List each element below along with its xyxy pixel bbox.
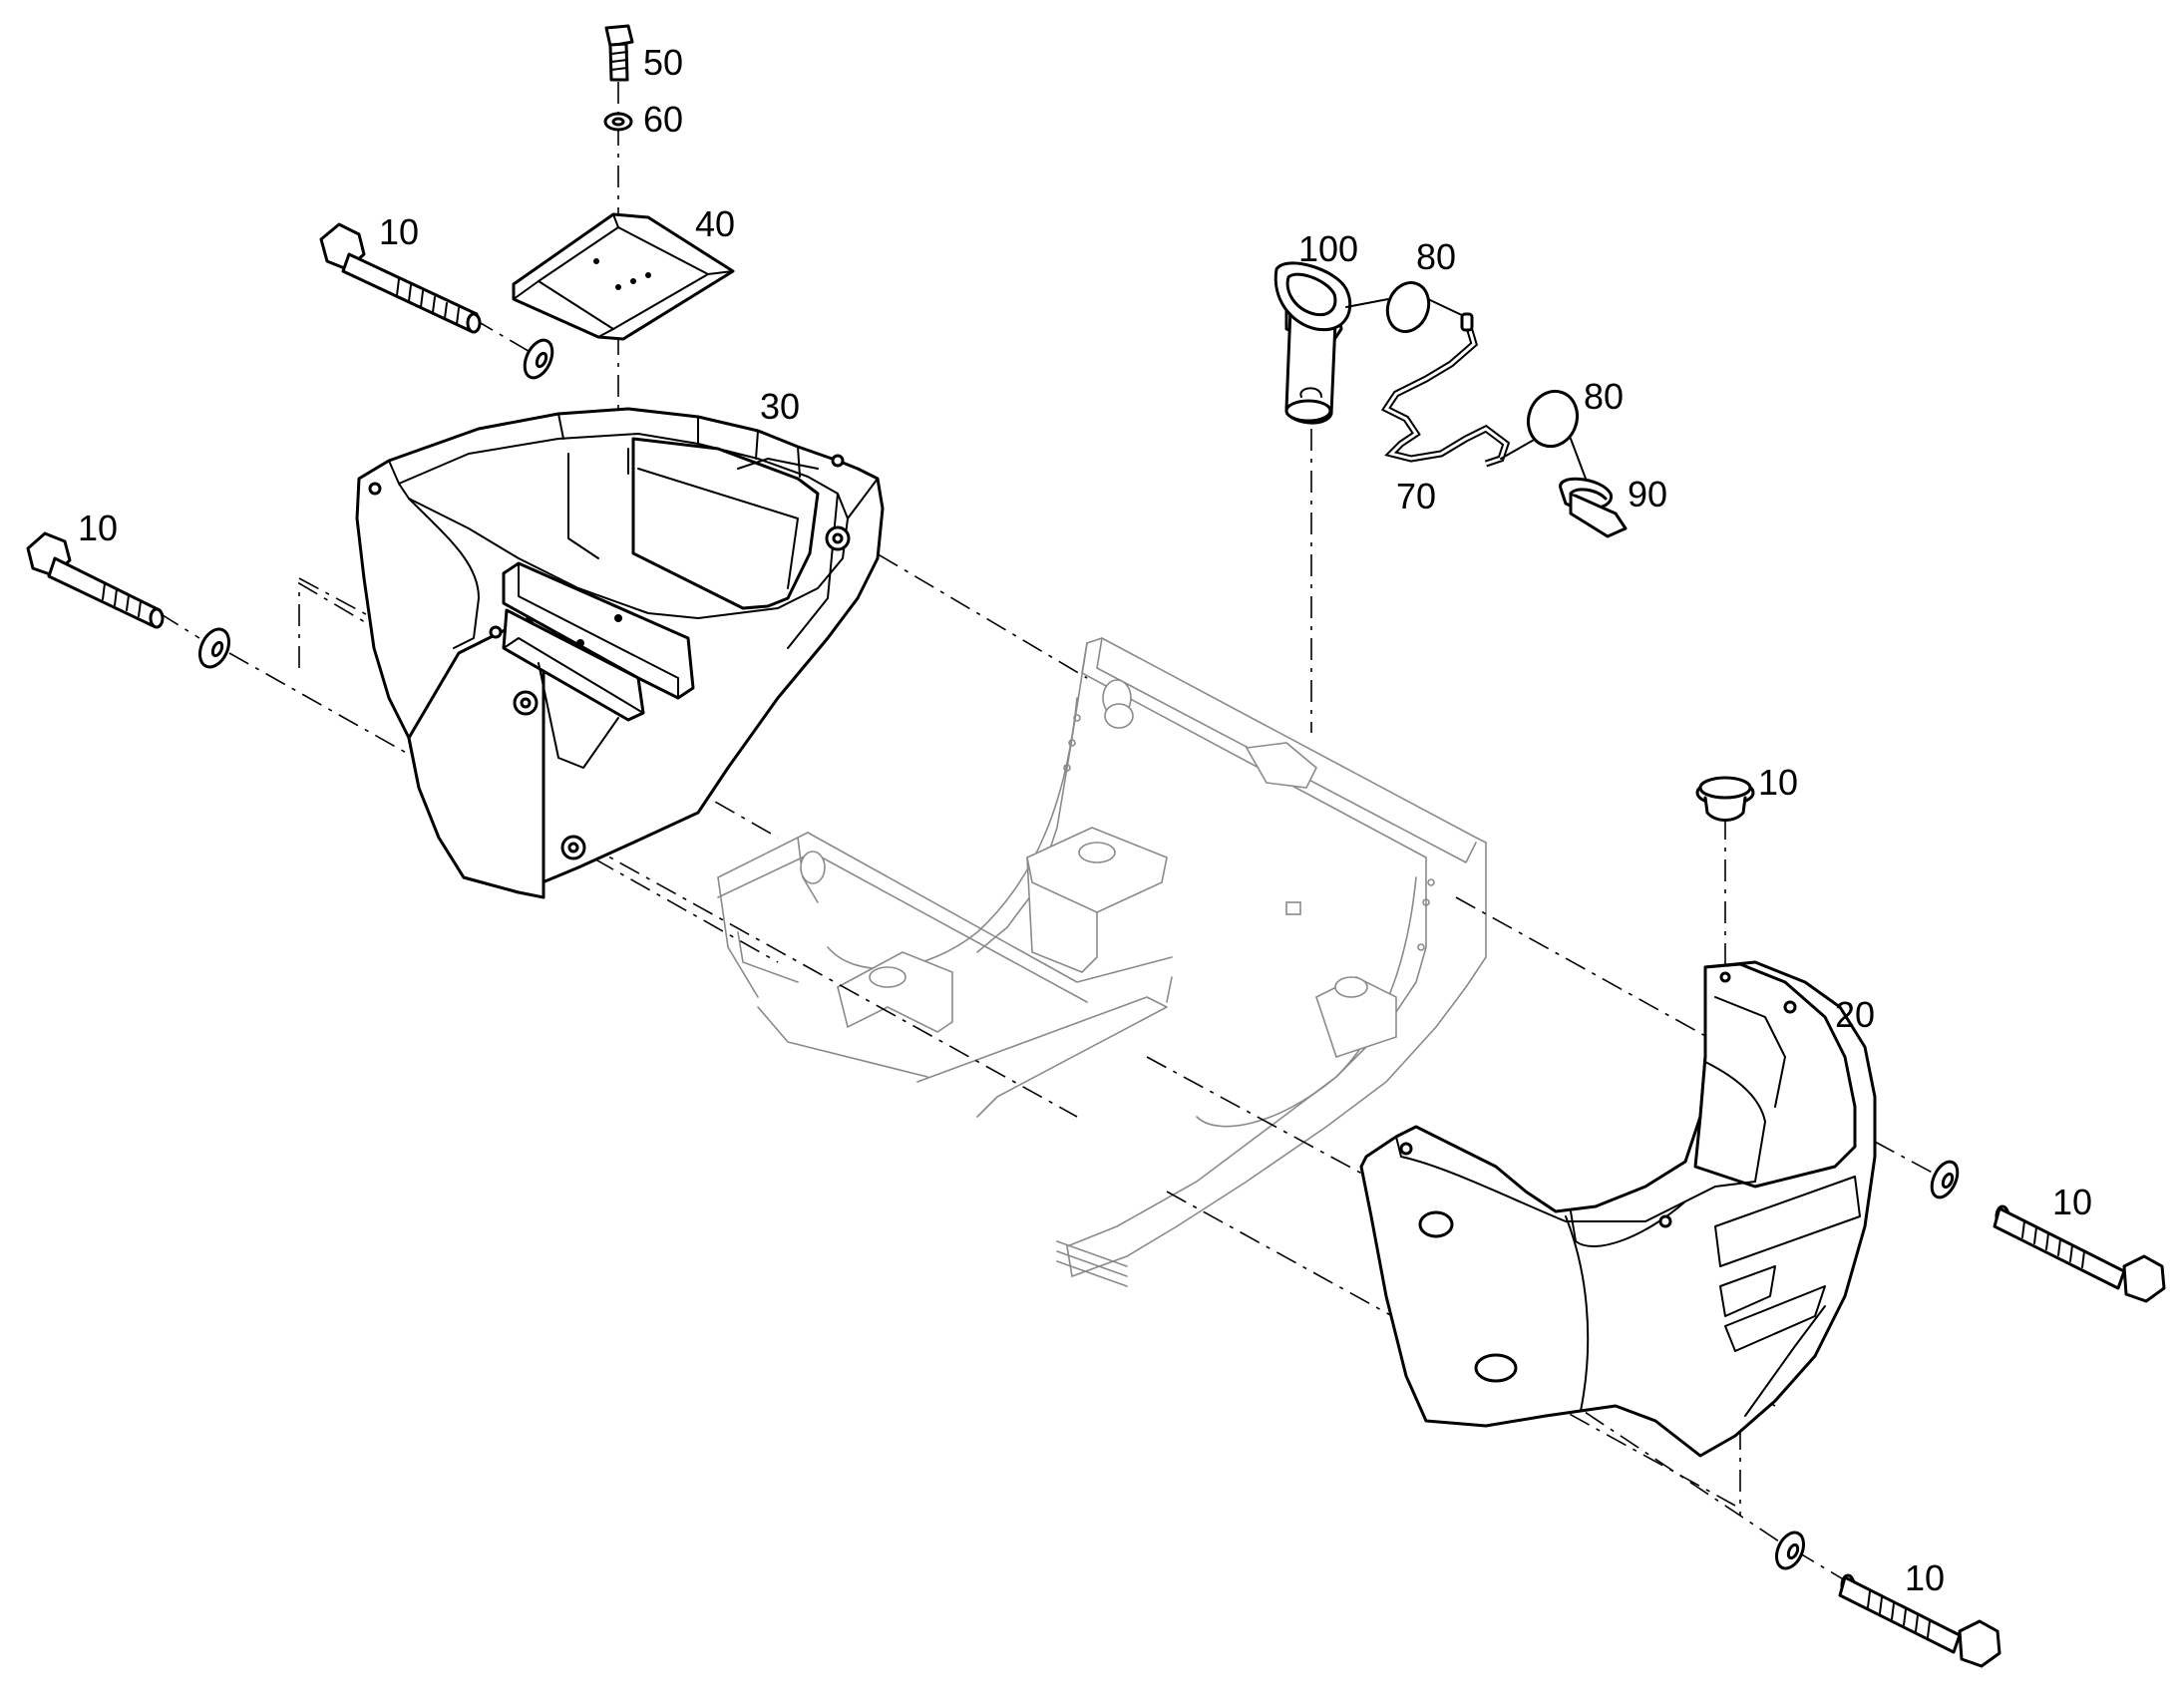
label-ring-upper: 80 [1416,236,1456,277]
washer-10-left [197,627,231,669]
callout-labels: 50 60 40 10 30 10 100 80 80 70 90 10 20 … [78,42,2092,1598]
label-plate: 40 [695,203,735,244]
linch-pin-90 [1559,477,1628,538]
frame-ghost [717,637,1487,1287]
counterweight-30 [355,407,885,899]
label-bolt-left: 10 [78,508,118,548]
bolt-10-left [26,531,165,629]
washer-60 [603,112,633,132]
washer-10-top-left [523,338,554,380]
washer-10-right-lower [1774,1531,1806,1570]
ring-80-upper [1345,281,1467,333]
counterweight-20 [1359,960,1877,1458]
label-ring-lower: 80 [1584,376,1624,417]
screw-50 [604,24,634,82]
label-counterweight-left: 30 [760,386,800,427]
label-bolt-top-left: 10 [379,211,419,252]
plug-10 [1695,776,1755,822]
label-linch-pin: 90 [1628,474,1667,514]
bolt-10-top-left [319,222,482,334]
pin-100 [1273,261,1352,425]
washer-10-right-upper [1930,1160,1960,1199]
chain-70 [1380,312,1537,468]
label-counterweight-right: 20 [1835,994,1875,1035]
label-bolt-right-upper: 10 [2052,1182,2092,1222]
ring-80-lower [1526,389,1587,480]
label-plug-right: 10 [1758,762,1798,803]
label-washer: 60 [643,99,683,140]
label-pin: 100 [1298,228,1358,269]
label-bolt-right-lower: 10 [1905,1557,1945,1598]
label-screw: 50 [643,42,683,83]
plate-40 [512,212,735,341]
label-chain: 70 [1396,476,1436,516]
bolt-10-right-upper [1993,1204,2166,1303]
bolt-10-right-lower [1838,1573,2001,1668]
